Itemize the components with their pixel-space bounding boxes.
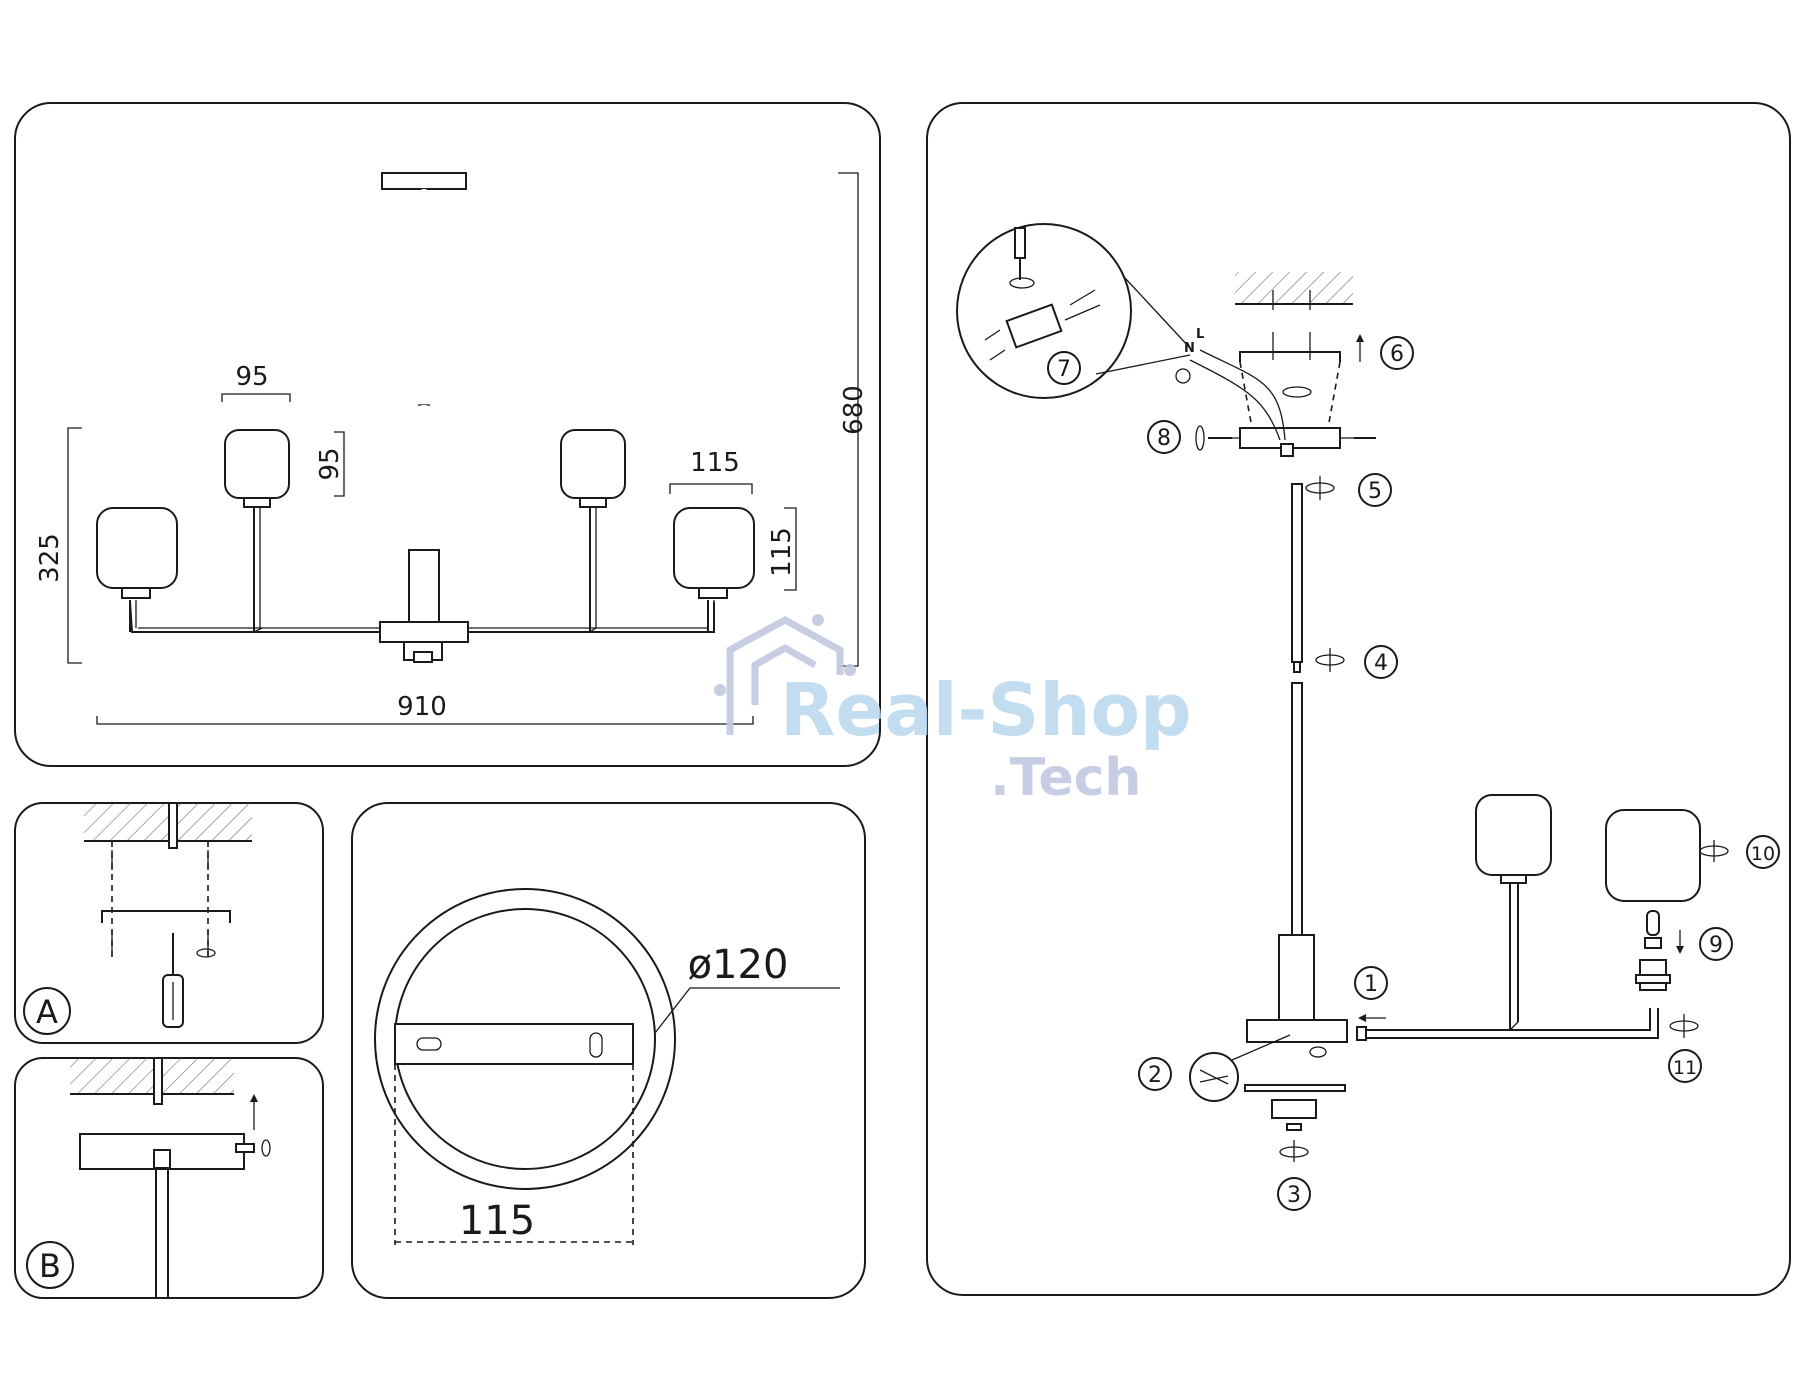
watermark-line1: Real-Shop xyxy=(780,668,1192,752)
dimension-panel: 680 325 95 95 115 115 910 xyxy=(14,102,881,767)
step-markers: 1 2 3 4 5 6 7 8 9 10 11 xyxy=(1047,336,1780,1211)
step-9: 9 xyxy=(1709,933,1723,958)
canopy-panel: ø120 115 xyxy=(351,802,866,1299)
panel-a-label: A xyxy=(36,993,58,1031)
dim-arm-height: 325 xyxy=(35,533,65,583)
step-7: 7 xyxy=(1057,357,1071,382)
shade-inner-right xyxy=(560,429,626,508)
mount-panel-b: B xyxy=(14,1057,324,1299)
step-3: 3 xyxy=(1287,1183,1301,1208)
mount-panel-a: A xyxy=(14,802,324,1044)
wire-neutral-label: N xyxy=(1184,341,1195,356)
shade-inner-left xyxy=(224,429,290,508)
wire-live-label: L xyxy=(1196,327,1204,342)
step-11: 11 xyxy=(1673,1057,1697,1079)
step-6: 6 xyxy=(1390,342,1404,367)
step-4: 4 xyxy=(1374,651,1388,676)
watermark-line2: .Tech xyxy=(990,748,1141,808)
watermark: Real-Shop .Tech xyxy=(714,614,1192,808)
step-1: 1 xyxy=(1364,972,1378,997)
dim-overall-width: 910 xyxy=(397,692,447,722)
shade-outer-right xyxy=(673,507,755,599)
dim-shade-width-top: 95 xyxy=(235,362,268,392)
dim-mount-width: 115 xyxy=(459,1198,535,1244)
dim-shade-height-side: 115 xyxy=(767,527,797,577)
dim-canopy-diameter: ø120 xyxy=(688,942,789,988)
dim-overall-height: 680 xyxy=(839,385,869,435)
dim-shade-width-side: 115 xyxy=(690,448,740,478)
shade-outer-left xyxy=(96,507,178,599)
step-10: 10 xyxy=(1751,843,1775,865)
dim-shade-height-top: 95 xyxy=(315,447,345,480)
panel-b-label: B xyxy=(39,1247,61,1285)
assembly-panel: N L xyxy=(926,102,1791,1296)
step-2: 2 xyxy=(1148,1063,1162,1088)
step-5: 5 xyxy=(1368,479,1382,504)
step-8: 8 xyxy=(1157,426,1171,451)
